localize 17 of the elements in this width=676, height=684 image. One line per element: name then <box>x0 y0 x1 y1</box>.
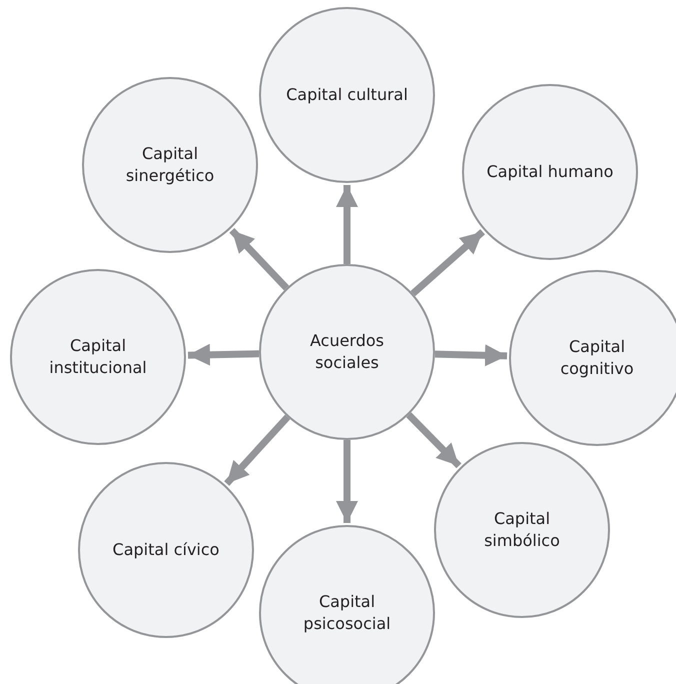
arrow <box>188 344 260 366</box>
node-label: Acuerdos sociales <box>308 330 386 374</box>
arrow <box>406 412 462 468</box>
node-label: Capital cognitivo <box>559 336 635 380</box>
node-label: Capital cívico <box>112 539 220 561</box>
arrow <box>434 344 508 366</box>
arrow <box>229 228 290 290</box>
arrow <box>410 229 485 296</box>
arrow <box>336 185 358 264</box>
node-label: Capital institucional <box>48 335 148 379</box>
node-label: Capital sinergético <box>124 143 216 187</box>
arrow <box>224 414 290 486</box>
node-label: Capital simbólico <box>483 508 561 552</box>
arrow <box>336 440 358 523</box>
node-label: Capital cultural <box>286 84 408 106</box>
node-label: Capital psicosocial <box>302 591 392 635</box>
node-label: Capital humano <box>486 161 614 183</box>
